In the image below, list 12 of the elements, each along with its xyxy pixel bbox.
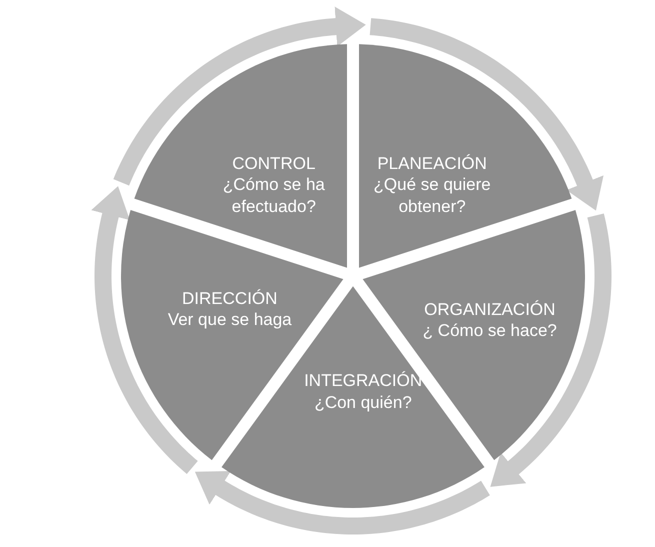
stage-title: ORGANIZACIÓN (423, 299, 556, 320)
stage-question: ¿Qué se quiere obtener? (372, 174, 492, 217)
stage-title: DIRECCIÓN (181, 288, 278, 310)
stage-title: CONTROL (231, 153, 316, 174)
stage-question: Ver que se haga (166, 309, 293, 330)
stage-question: ¿Cómo se ha efectuado? (222, 174, 326, 217)
stage-question: ¿ Cómo se hace? (422, 320, 558, 342)
stage-title: PLANEACIÓN (376, 153, 488, 174)
pie-slice (359, 44, 572, 268)
stage-title: INTEGRACIÓN (303, 370, 424, 392)
stage-question: ¿Con quién? (313, 392, 413, 413)
pie-slice (134, 44, 347, 268)
